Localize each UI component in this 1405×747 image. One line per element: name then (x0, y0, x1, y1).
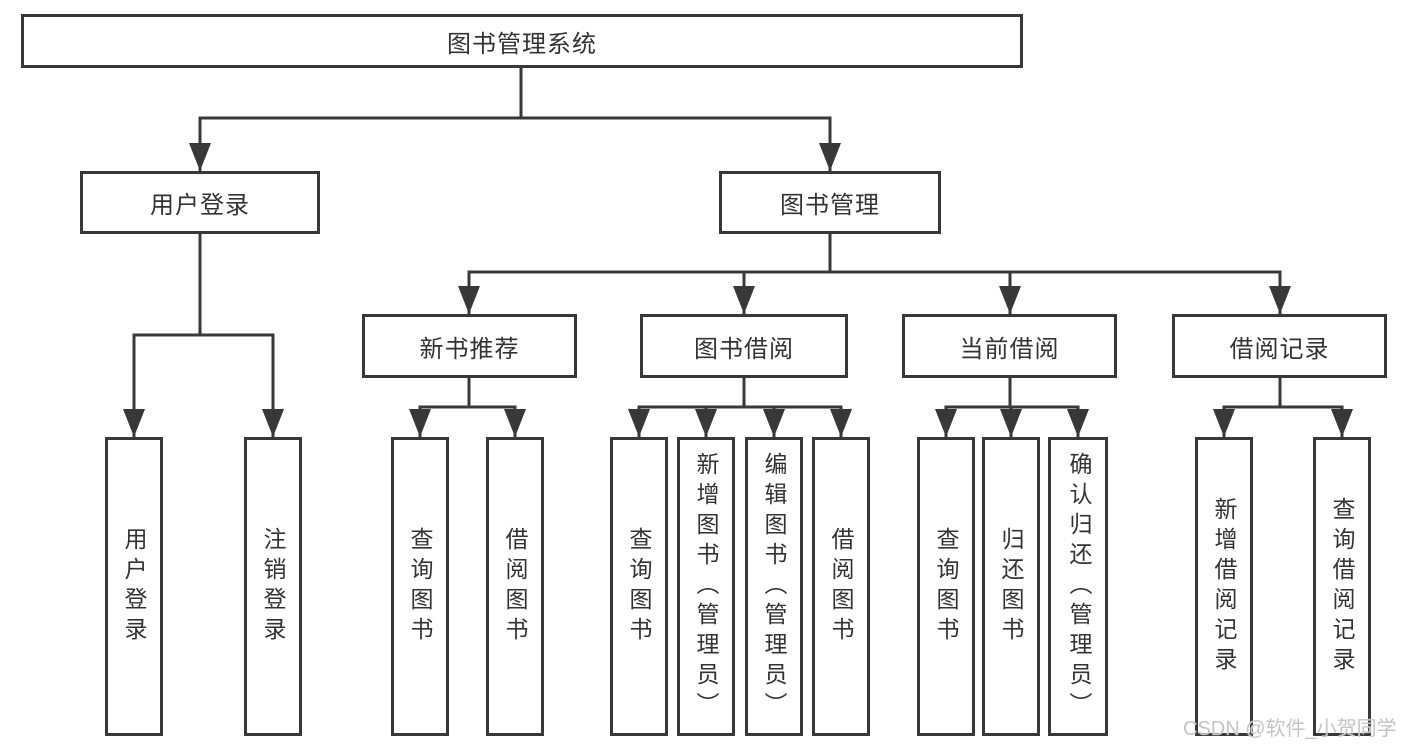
node-new-book-recommend: 新书推荐 (362, 314, 577, 378)
leaf-query-books-current: 查询图书 (917, 437, 975, 736)
node-root-system: 图书管理系统 (21, 14, 1023, 68)
node-user-login-group: 用户登录 (80, 171, 320, 234)
node-borrowing-records: 借阅记录 (1172, 314, 1387, 378)
node-book-management-group: 图书管理 (719, 171, 941, 234)
csdn-watermark: CSDN @软件_小贺同学 (1183, 718, 1397, 740)
leaf-query-borrow-record: 查询借阅记录 (1313, 437, 1371, 736)
leaf-logout: 注销登录 (244, 437, 302, 736)
node-book-borrowing: 图书借阅 (640, 314, 848, 378)
leaf-edit-book-admin: 编辑图书（管理员） (745, 437, 803, 736)
leaf-query-books-borrowing: 查询图书 (610, 437, 668, 736)
leaf-query-books-recommend: 查询图书 (391, 437, 449, 736)
node-current-borrowing: 当前借阅 (902, 314, 1117, 378)
leaf-return-book: 归还图书 (982, 437, 1040, 736)
leaf-add-borrow-record: 新增借阅记录 (1195, 437, 1253, 736)
leaf-borrow-books-recommend: 借阅图书 (486, 437, 544, 736)
leaf-confirm-return-admin: 确认归还（管理员） (1048, 437, 1108, 736)
leaf-user-login: 用户登录 (105, 437, 163, 736)
leaf-borrow-books-borrowing: 借阅图书 (812, 437, 870, 736)
leaf-add-book-admin: 新增图书（管理员） (677, 437, 735, 736)
